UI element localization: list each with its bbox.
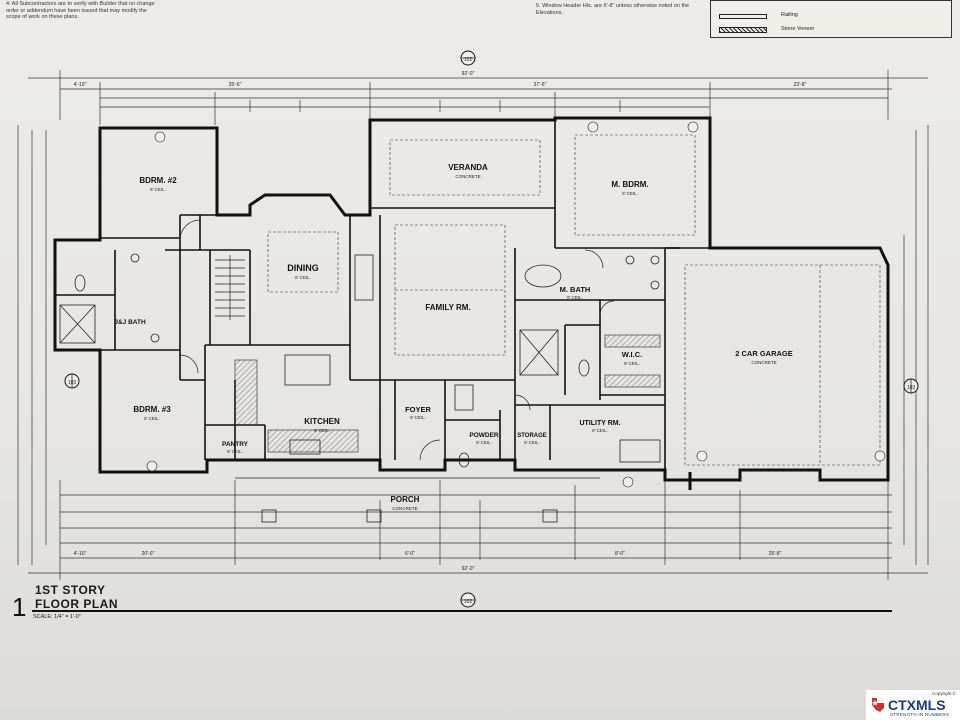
mls-copyright: Copyright © <box>932 691 956 696</box>
room-sub-porch: CONCRETE <box>392 506 417 511</box>
room-sub-powder: 8' CEIL. <box>476 440 492 445</box>
room-sub-mbdrm: 8' CEIL. <box>622 191 638 196</box>
room-label-porch: PORCH <box>391 495 420 504</box>
room-label-mbath: M. BATH <box>560 285 591 294</box>
room-label-garage: 2 CAR GARAGE <box>735 349 793 358</box>
drawing-title-line1: 1ST STORY <box>35 583 106 597</box>
room-sub-foyer: 8' CEIL. <box>410 415 426 420</box>
dim-bottom-mid2: 6'-0" <box>405 551 415 557</box>
dim-bottom-right: 25'-8" <box>769 551 782 557</box>
section-marker-left: 103 <box>68 380 77 386</box>
dim-bottom-mid3: 8'-0" <box>615 551 625 557</box>
drawing-title-line2: FLOOR PLAN <box>35 597 118 611</box>
dim-bottom-left: 4'-10" <box>74 551 87 557</box>
room-sub-pantry: 8' CEIL. <box>227 449 243 454</box>
room-label-dining: DINING <box>287 263 319 273</box>
exterior-walls <box>53 116 890 490</box>
grid-markers <box>146 121 886 488</box>
room-label-wic: W.I.C. <box>622 350 642 359</box>
room-label-pantry: PANTRY <box>222 441 249 448</box>
bottom-dimension-lines <box>28 480 928 580</box>
room-sub-storage: 8' CEIL. <box>524 440 540 445</box>
dim-top-mid2: 37'-6" <box>534 82 547 88</box>
room-sub-dining: 8' CEIL. <box>295 275 311 280</box>
room-label-bdrm3: BDRM. #3 <box>133 405 171 414</box>
mls-watermark: Copyright © CTXMLS STRENGTH IN NUMBERS <box>866 690 960 720</box>
top-dimension-lines <box>28 70 928 125</box>
mls-brand: CTXMLS <box>888 697 946 713</box>
door-swings <box>179 219 615 461</box>
dim-bottom-mid1: 20'-0" <box>142 551 155 557</box>
room-label-bdrm2: BDRM. #2 <box>139 176 177 185</box>
legend-railing: Railing <box>781 12 798 18</box>
room-label-mbdrm: M. BDRM. <box>611 180 648 189</box>
texas-logo-icon <box>872 698 884 712</box>
room-label-veranda: VERANDA <box>448 163 488 172</box>
porch-columns <box>235 477 600 523</box>
counters <box>234 334 661 453</box>
room-sub-mbath: 8' CEIL. <box>567 295 583 300</box>
stone-veneer-swatch <box>719 27 767 33</box>
room-sub-garage: CONCRETE <box>751 360 776 365</box>
drawing-number: 1 <box>12 592 27 622</box>
side-dimension-lines <box>17 125 929 565</box>
room-label-powder: POWDER <box>469 432 499 439</box>
ceiling-lines <box>267 134 881 466</box>
room-label-jjbath: J&J BATH <box>114 319 146 326</box>
section-marker-bottom: 102 <box>464 599 473 605</box>
room-label-utility: UTILITY RM. <box>579 420 620 427</box>
section-marker-top: 102 <box>464 57 473 63</box>
dim-overall-bottom: 92'-0" <box>462 566 475 572</box>
room-label-kitchen: KITCHEN <box>304 417 340 426</box>
section-markers <box>64 50 919 608</box>
general-note-5: 5. Window Header Hts. are 6'-8" unless o… <box>536 3 690 16</box>
room-label-family: FAMILY RM. <box>425 303 470 312</box>
dim-overall-top: 92'-0" <box>462 71 475 77</box>
room-sub-bdrm2: 8' CEIL. <box>150 187 166 192</box>
room-label-foyer: FOYER <box>405 405 431 414</box>
section-marker-right: 103 <box>907 385 916 391</box>
mls-tagline: STRENGTH IN NUMBERS <box>890 712 950 717</box>
fixtures <box>59 253 661 468</box>
interior-walls <box>55 118 710 470</box>
dim-top-mid1: 25'-6" <box>229 82 242 88</box>
room-label-storage: STORAGE <box>517 433 547 439</box>
title-underline <box>32 610 892 612</box>
room-sub-veranda: CONCRETE <box>455 174 480 179</box>
legend-box: Railing Stone Veneer <box>710 0 952 38</box>
stairs <box>215 255 245 320</box>
railing-swatch <box>719 14 767 19</box>
dim-left-top: 4'-10" <box>74 82 87 88</box>
general-note-4: 4. All Subcontractors are to verify with… <box>6 1 155 20</box>
room-sub-bdrm3: 8' CEIL. <box>144 416 160 421</box>
dim-top-mid3: 23'-8" <box>794 82 807 88</box>
room-sub-utility: 8' CEIL. <box>592 428 608 433</box>
room-sub-wic: 8' CEIL. <box>624 361 640 366</box>
room-sub-kitchen: 8' CEIL. <box>314 428 330 433</box>
drawing-scale: SCALE: 1/4" = 1'-0" <box>33 614 81 620</box>
legend-stone-veneer: Stone Veneer <box>781 26 815 32</box>
